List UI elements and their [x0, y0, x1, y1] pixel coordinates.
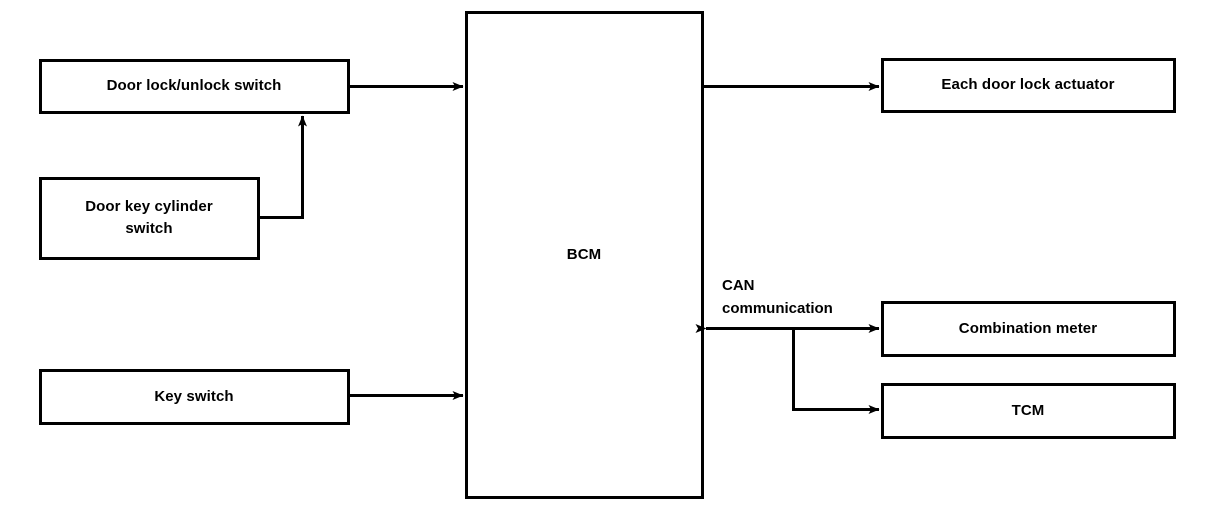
node-rect-tcm — [881, 383, 1176, 439]
node-rect-door-lock-unlock-switch — [39, 59, 350, 114]
node-outlines — [39, 11, 1176, 499]
edge-door-key-cylinder-switch-to-door-lock-unlock-switch — [259, 115, 307, 219]
node-rect-combination-meter — [881, 301, 1176, 357]
node-rect-door-key-cylinder-switch — [39, 177, 260, 260]
node-rect-key-switch — [39, 369, 350, 425]
connection-lines — [259, 82, 880, 414]
node-rect-each-door-lock-actuator — [881, 58, 1176, 113]
node-rect-bcm — [465, 11, 704, 499]
edge-can-bus-to-tcm — [792, 328, 880, 414]
